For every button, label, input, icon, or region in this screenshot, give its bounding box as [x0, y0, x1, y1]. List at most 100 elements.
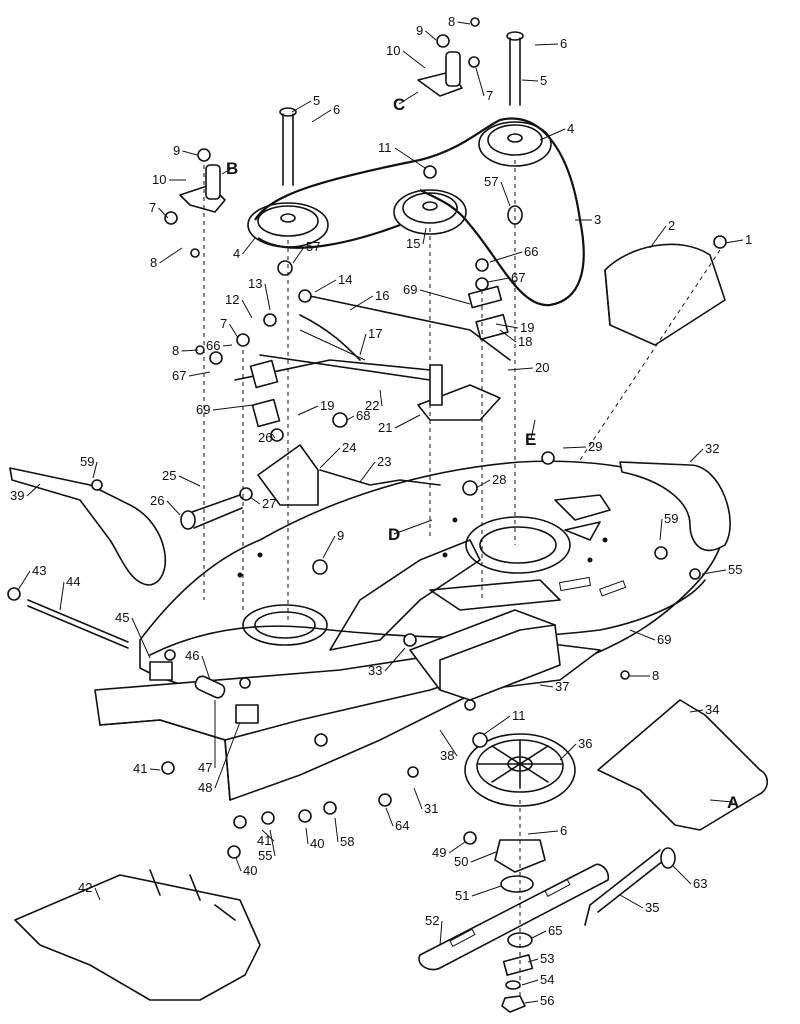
callout-number: 16	[375, 288, 389, 303]
mower-blade	[418, 863, 610, 971]
blade-hardware	[501, 932, 534, 1013]
callout-number: 33	[368, 663, 382, 678]
callout-number: 65	[548, 923, 562, 938]
callout-number: 34	[705, 702, 719, 717]
callout-leader	[385, 807, 394, 827]
callout-number: 1	[745, 232, 752, 247]
callout-leader	[439, 729, 458, 757]
callout-leader	[521, 79, 539, 82]
hardware-nuts-bolts	[7, 17, 727, 859]
callout-leader	[689, 448, 704, 463]
callout-leader	[402, 50, 426, 69]
axle-rod	[27, 599, 129, 649]
callout-number: 9	[173, 143, 180, 158]
callout-number: 29	[588, 439, 602, 454]
callout-leader	[394, 147, 426, 169]
callout-number: 26	[150, 493, 164, 508]
callout-number: 4	[567, 121, 574, 136]
reference-letter-arrow	[398, 91, 419, 105]
callout-leader	[178, 475, 201, 487]
callout-number: 8	[652, 668, 659, 683]
callout-leader	[346, 415, 355, 421]
side-shield	[597, 699, 769, 831]
callout-number: 7	[220, 316, 227, 331]
callout-number: 2	[668, 218, 675, 233]
lift-link	[584, 847, 676, 926]
alignment-lines	[203, 160, 721, 1000]
callout-leader	[241, 299, 253, 319]
callout-leader	[249, 496, 261, 505]
callout-number: 14	[338, 272, 352, 287]
callout-leader	[92, 461, 98, 479]
callout-leader	[500, 181, 511, 207]
callout-number: 68	[356, 408, 370, 423]
callout-leader	[291, 100, 312, 113]
pivot-bolt	[180, 494, 243, 530]
callout-number: 43	[32, 563, 46, 578]
callout-number: 12	[225, 292, 239, 307]
callout-number: 49	[432, 845, 446, 860]
callout-leader	[158, 207, 169, 219]
callout-number: 8	[448, 14, 455, 29]
callout-leader	[394, 414, 421, 429]
reference-letter-arrow	[393, 519, 433, 535]
callout-leader	[264, 283, 271, 311]
callout-number: 19	[320, 398, 334, 413]
callout-leader	[475, 479, 491, 489]
callout-number: 59	[80, 454, 94, 469]
callout-number: 3	[594, 212, 601, 227]
callout-number: 66	[524, 244, 538, 259]
callout-leader	[649, 225, 667, 249]
callout-leader	[539, 684, 554, 688]
callout-number: 17	[368, 326, 382, 341]
callout-leader	[159, 247, 183, 264]
callout-leader	[181, 349, 199, 352]
callout-leader	[212, 404, 254, 411]
callout-leader	[499, 329, 517, 343]
callout-leader	[419, 289, 471, 305]
callout-number: 5	[313, 93, 320, 108]
callout-leader	[379, 389, 383, 407]
callout-number: 35	[645, 900, 659, 915]
callout-leader	[131, 617, 151, 659]
callout-leader	[534, 43, 559, 46]
callout-leader	[235, 857, 242, 872]
callout-number: 56	[540, 993, 554, 1008]
callout-leader	[359, 461, 376, 483]
callout-leader	[271, 433, 276, 439]
callout-number: 69	[196, 402, 210, 417]
callout-number: 57	[306, 239, 320, 254]
callout-number: 6	[560, 823, 567, 838]
callout-leader	[149, 768, 161, 771]
callout-leader	[562, 446, 587, 449]
callout-number: 51	[455, 888, 469, 903]
callout-number: 58	[340, 834, 354, 849]
callout-leader	[659, 518, 663, 541]
callout-number: 5	[540, 73, 547, 88]
callout-number: 15	[406, 236, 420, 251]
callout-number: 55	[728, 562, 742, 577]
callout-leader	[359, 333, 367, 356]
callout-number: 41	[257, 833, 271, 848]
callout-number: 55	[258, 848, 272, 863]
callout-number: 27	[262, 496, 276, 511]
callout-number: 39	[10, 488, 24, 503]
callout-leader	[242, 237, 256, 255]
callout-leader	[539, 128, 566, 141]
callout-number: 48	[198, 780, 212, 795]
callout-number: 11	[512, 708, 526, 723]
callout-number: 6	[333, 102, 340, 117]
reference-letter: C	[393, 95, 405, 114]
callout-leader	[384, 647, 406, 672]
callout-number: 13	[248, 276, 262, 291]
reference-letter: A	[727, 793, 739, 812]
callout-leader	[305, 827, 309, 845]
callout-leader	[531, 930, 547, 939]
callout-number: 46	[185, 648, 199, 663]
callout-number: 40	[310, 836, 324, 851]
callout-leader	[521, 979, 539, 986]
callout-number: 47	[198, 760, 212, 775]
reference-letter-arrow	[221, 167, 233, 175]
callout-number: 9	[337, 528, 344, 543]
